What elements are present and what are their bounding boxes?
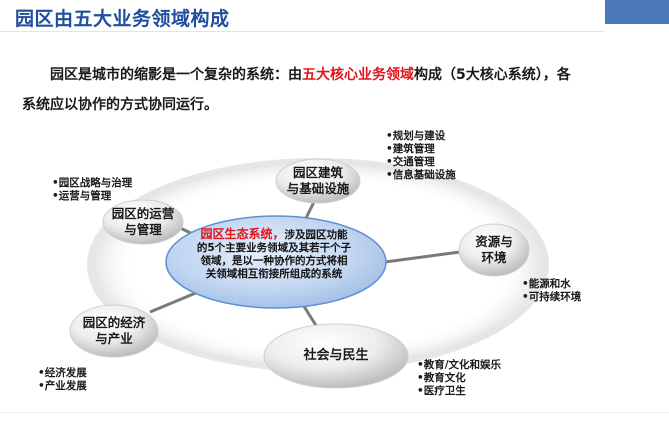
node-building-ellipse — [275, 158, 361, 204]
list-economy: 经济发展 产业发展 — [38, 367, 87, 393]
node-building: 园区建筑 与基础设施 — [276, 165, 360, 197]
list-item: 信息基础设施 — [386, 169, 456, 182]
corner-accent-block — [605, 0, 669, 24]
node-resources-line2: 环境 — [481, 250, 507, 265]
list-resources: 能源和水 可持续环境 — [522, 278, 582, 304]
node-operations-line1: 园区的运营 — [111, 206, 175, 221]
list-society: 教育/文化和娱乐 教育文化 医疗卫生 — [417, 359, 501, 398]
node-society: 社会与民生 — [286, 348, 386, 364]
node-operations: 园区的运营 与管理 — [103, 206, 183, 238]
list-item: 医疗卫生 — [417, 385, 501, 398]
center-ecosystem-ellipse — [165, 215, 387, 309]
node-economy: 园区的经济 与产业 — [70, 315, 158, 347]
list-operations: 园区战略与治理 运营与管理 — [52, 177, 133, 203]
list-item: 产业发展 — [38, 380, 87, 393]
intro-highlight: 五大核心业务领域 — [302, 67, 414, 83]
intro-text-after: 构成（5大核心系统），各系统应以协作的方式协同运行。 — [22, 67, 571, 113]
node-building-line1: 园区建筑 — [292, 165, 343, 180]
node-economy-line2: 与产业 — [95, 331, 133, 346]
node-economy-ellipse — [69, 304, 159, 358]
node-resources: 资源与 环境 — [459, 234, 529, 266]
list-item: 交通管理 — [386, 156, 456, 169]
title-divider — [0, 31, 605, 32]
intro-paragraph: 园区是城市的缩影是一个复杂的系统：由五大核心业务领域构成（5大核心系统），各系统… — [22, 60, 582, 120]
list-item: 规划与建设 — [386, 130, 456, 143]
node-society-ellipse — [263, 323, 409, 389]
list-building: 规划与建设 建筑管理 交通管理 信息基础设施 — [386, 130, 456, 182]
node-resources-ellipse — [458, 223, 530, 277]
center-highlight: 园区生态系统， — [200, 227, 285, 241]
bottom-divider — [0, 412, 669, 413]
center-ecosystem-text: 园区生态系统，涉及园区功能的5个主要业务领域及其若干个子领域，是以一种协作的方式… — [196, 228, 352, 281]
center-description: 涉及园区功能的5个主要业务领域及其若干个子领域，是以一种协作的方式将相关领域相互… — [196, 229, 352, 280]
node-resources-line1: 资源与 — [475, 234, 513, 249]
node-building-line2: 与基础设施 — [286, 181, 350, 196]
list-item: 能源和水 — [522, 278, 581, 291]
list-item: 建筑管理 — [386, 143, 456, 156]
list-item: 经济发展 — [38, 367, 87, 380]
list-item: 可持续环境 — [522, 291, 582, 304]
connector-resources — [384, 250, 461, 264]
node-operations-line2: 与管理 — [124, 222, 162, 237]
node-economy-line1: 园区的经济 — [82, 315, 146, 330]
list-item: 教育/文化和娱乐 — [417, 359, 501, 372]
page-title: 园区由五大业务领域构成 — [15, 8, 230, 30]
list-item: 园区战略与治理 — [52, 177, 133, 190]
intro-text-before: 园区是城市的缩影是一个复杂的系统：由 — [50, 67, 302, 83]
list-item: 教育文化 — [417, 372, 501, 385]
node-society-label: 社会与民生 — [303, 348, 369, 363]
node-operations-ellipse — [102, 199, 184, 245]
list-item: 运营与管理 — [52, 190, 132, 203]
